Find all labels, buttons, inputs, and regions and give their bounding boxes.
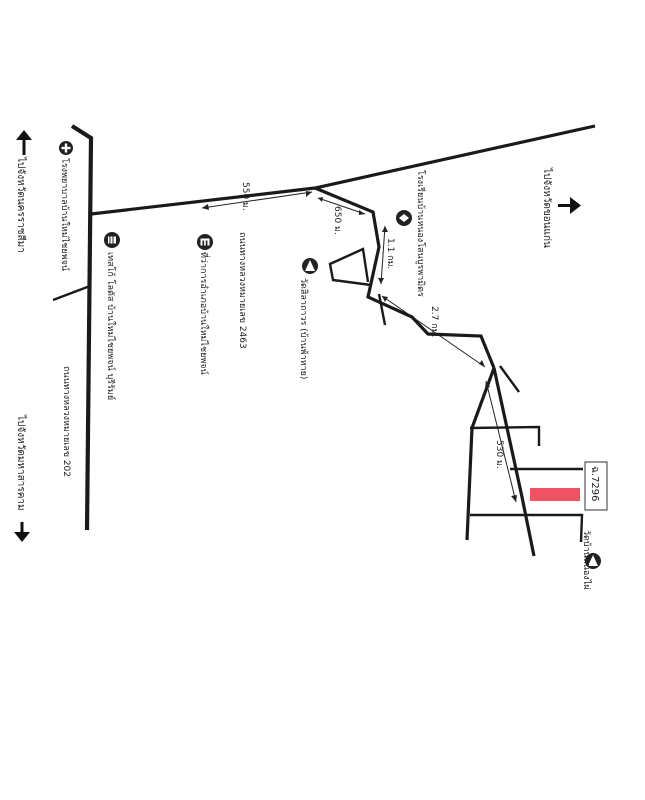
west-spur-road: [52, 284, 91, 302]
distance-arrow-530m: [485, 380, 517, 503]
distance-markers: 550 ม. 650 ม. 1.1 กม. 2.7 กม. 530 ม.: [201, 182, 517, 503]
district-office-label: ที่ว่าการอำเภอบ้านใหม่ไชยพจน์: [198, 252, 211, 375]
distance-label-1-1km: 1.1 กม.: [385, 238, 395, 269]
hospital-icon: [59, 141, 73, 155]
direction-label-south: ไปจังหวัดมหาสารคาม: [15, 414, 27, 511]
local-road-to-school: [314, 186, 496, 369]
distance-arrow-650m: [317, 197, 366, 215]
cross-road-3: [470, 513, 584, 543]
plot-label-box: [584, 461, 608, 511]
map-labels: ไปจังหวัดนครราชสีมา ไปจังหวัดมหาสารคาม ไ…: [15, 156, 592, 590]
plot-marker: [530, 488, 580, 501]
lotus-label: เทสโก้ โลตัส บ้านใหม่ไชยพจน์ บุรีรัมย์: [105, 252, 117, 400]
second-east-road: [492, 367, 536, 557]
temple-label-south: วัดบ้านหนองไผ่: [581, 530, 592, 590]
highway-202: [70, 124, 94, 531]
temple-icon-south: [585, 553, 601, 569]
temple-label-north: วัดสิลาถาวร (บ้านพ้าหาย): [298, 278, 309, 379]
distance-label-650m: 650 ม.: [332, 206, 342, 235]
cross-road-1: [469, 425, 541, 446]
district-office-icon: [197, 234, 213, 250]
spur-north-of-bend: [499, 365, 520, 393]
direction-label-east: ไปจังหวัดขอนแก่น: [541, 167, 553, 248]
distance-arrow-550m: [201, 191, 313, 209]
direction-label-north: ไปจังหวัดนครราชสีมา: [15, 156, 27, 253]
road-label-202: ถนนทางหลวงหมายเลข 202: [61, 366, 71, 477]
distance-arrow-2-7km: [381, 295, 486, 368]
road-label-2463: ถนนทางหลวงหมายเลข 2463: [237, 232, 247, 349]
hospital-label: โรงพยาบาลบ้านใหม่ไชยพจน์: [59, 158, 71, 271]
distance-label-2-7km: 2.7 กม.: [429, 306, 439, 337]
school-icon: [396, 210, 412, 226]
school-label: โรงเรียนบ้านหนองโสนบูรพามิตร: [415, 170, 426, 297]
land-plot: ฉ.7296: [530, 461, 608, 511]
lotus-store-icon: [104, 232, 120, 248]
temple-loop-road: [328, 247, 372, 287]
arrow-right-icon: [558, 197, 581, 214]
arrow-up-icon: [16, 130, 32, 155]
distance-label-550m: 550 ม.: [240, 182, 250, 211]
distance-label-530m: 530 ม.: [494, 440, 504, 469]
temple-icon-north: [302, 258, 318, 274]
arrow-down-icon: [14, 522, 30, 542]
distance-arrow-1-1km: [380, 225, 386, 285]
short-spur-road: [377, 293, 387, 326]
plot-label: ฉ.7296: [589, 466, 600, 501]
roads: [52, 124, 596, 557]
